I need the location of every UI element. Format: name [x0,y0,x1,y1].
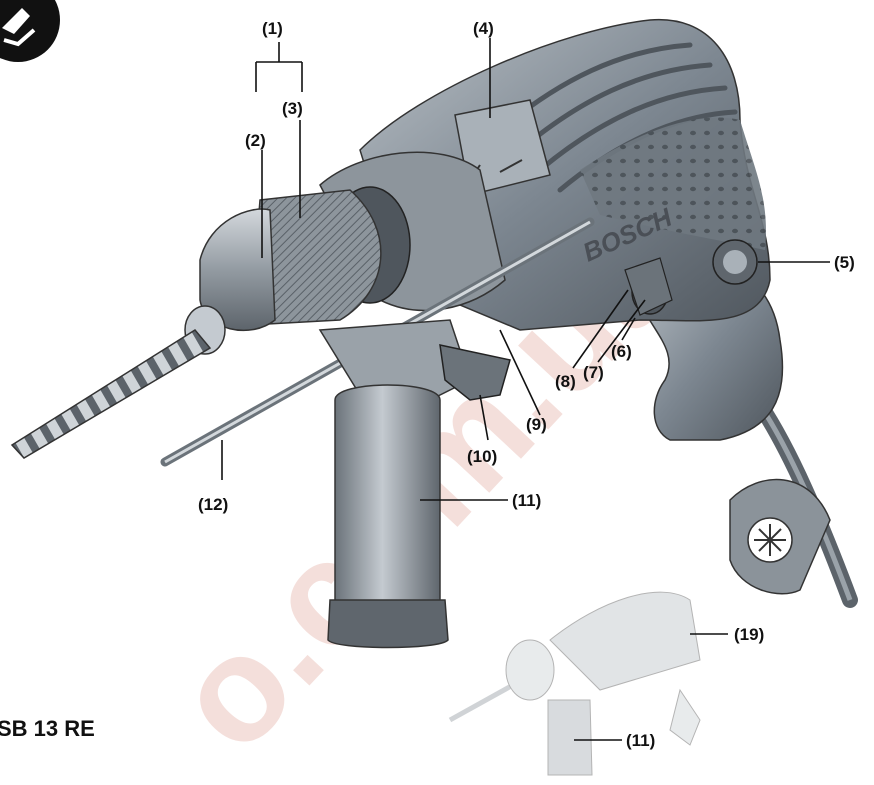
inset-drill [448,591,701,776]
grip-texture [580,117,766,250]
callout-6: (6) [611,342,632,361]
callout-1: (1) [262,19,283,38]
leader-lines [221,38,830,741]
keyless-chuck [184,186,411,355]
clamp-knob [439,344,511,401]
callout-5: (5) [834,253,855,272]
callout-19: (19) [734,625,764,644]
callout-3: (3) [282,99,303,118]
trigger [624,257,673,316]
callout-8: (8) [555,372,576,391]
callout-2: (2) [245,131,266,150]
callout-10: (10) [467,447,497,466]
callout-7: (7) [583,363,604,382]
model-name: SB 13 RE [0,716,95,741]
callout-11: (11) [512,491,541,510]
auxiliary-handle [318,319,471,649]
lock-button [712,239,758,285]
callout-4: (4) [473,19,494,38]
corner-symbol-icon [0,0,60,62]
cord-guard [729,478,831,595]
callout-9: (9) [526,415,547,434]
callout-12: (12) [198,495,228,514]
callout-11-inset: (11) [626,731,655,750]
drill-bit [10,329,212,459]
